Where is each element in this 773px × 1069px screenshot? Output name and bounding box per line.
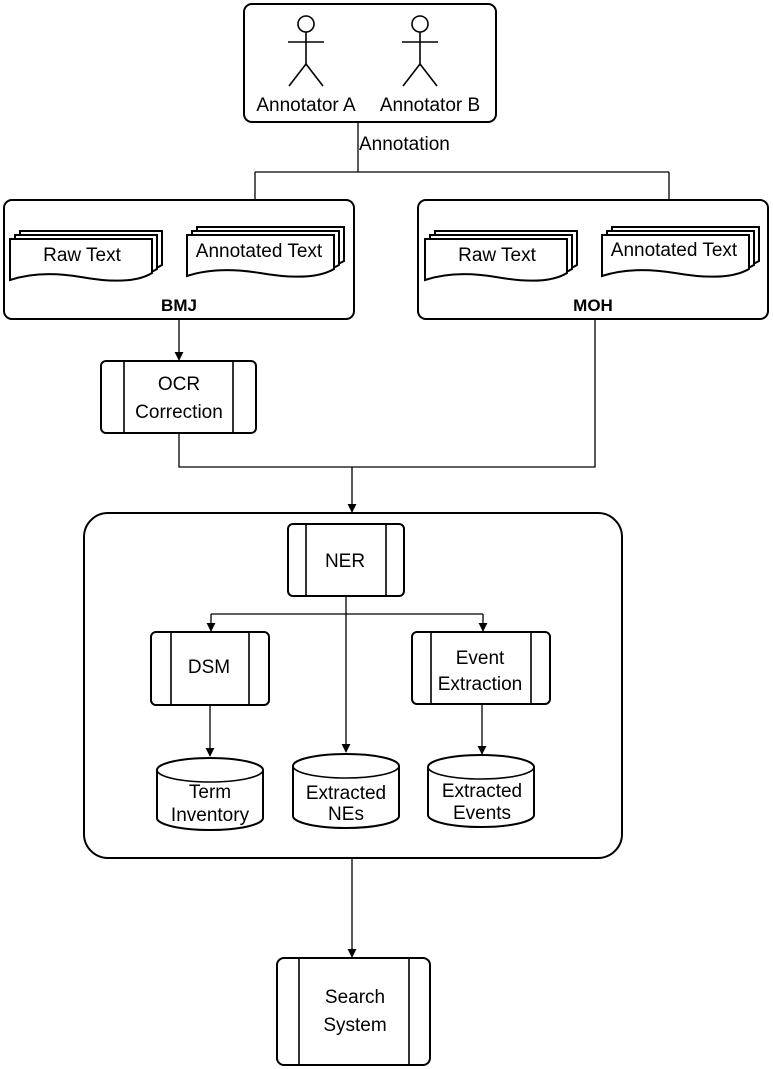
ocr-line2: Correction xyxy=(135,402,223,423)
search-system-process: Search System xyxy=(276,957,431,1066)
search-line1: Search xyxy=(325,987,385,1008)
moh-annotated-text-doc: Annotated Text xyxy=(601,226,760,278)
bmj-raw-text-doc: Raw Text xyxy=(9,230,163,282)
annotation-label: Annotation xyxy=(359,134,450,155)
merge-connector xyxy=(178,319,596,513)
extracted-nes-line1: Extracted xyxy=(306,783,386,804)
bmj-raw-text-label: Raw Text xyxy=(43,245,122,266)
annotator-a-icon xyxy=(288,15,324,87)
dsm-label: DSM xyxy=(188,657,230,678)
moh-label: MOH xyxy=(573,296,613,315)
annotator-b-icon xyxy=(402,15,438,87)
term-inventory-line1: Term xyxy=(189,782,231,803)
bmj-annotated-text-doc: Annotated Text xyxy=(186,226,345,278)
extracted-events-store: Extracted Events xyxy=(427,754,535,828)
bmj-annotated-text-label: Annotated Text xyxy=(196,241,323,262)
event-extraction-process: Event Extraction xyxy=(411,631,551,705)
moh-raw-text-label: Raw Text xyxy=(458,245,537,266)
event-extraction-line1: Event xyxy=(456,648,505,669)
annotator-b-label: Annotator B xyxy=(380,95,480,116)
annotator-a-label: Annotator A xyxy=(256,95,356,116)
extracted-nes-store: Extracted NEs xyxy=(292,753,400,829)
ocr-correction-process: OCR Correction xyxy=(100,360,257,434)
moh-annotated-text-label: Annotated Text xyxy=(611,240,738,261)
bmj-label: BMJ xyxy=(161,296,197,315)
ner-branches xyxy=(206,596,488,753)
ner-process: NER xyxy=(287,523,405,597)
dsm-process: DSM xyxy=(150,631,270,706)
extracted-events-line2: Events xyxy=(453,803,511,824)
bmj-source-box: Raw Text Annotated Text BMJ xyxy=(3,199,355,320)
search-line2: System xyxy=(323,1015,386,1036)
moh-raw-text-doc: Raw Text xyxy=(424,230,578,282)
ner-label: NER xyxy=(325,551,365,572)
moh-source-box: Raw Text Annotated Text MOH xyxy=(417,199,769,320)
extracted-events-line1: Extracted xyxy=(442,781,522,802)
ocr-line1: OCR xyxy=(158,374,200,395)
extracted-nes-line2: NEs xyxy=(328,804,364,825)
annotators-group: Annotator A Annotator B xyxy=(243,3,497,123)
term-inventory-line2: Inventory xyxy=(171,805,250,826)
term-inventory-store: Term Inventory xyxy=(156,757,264,831)
event-extraction-line2: Extraction xyxy=(438,674,522,695)
